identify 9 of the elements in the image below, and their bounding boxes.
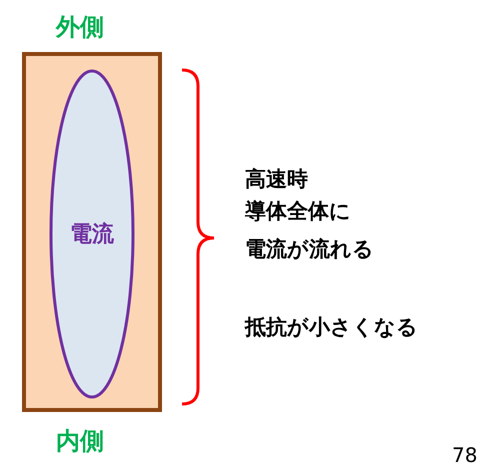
page-number: 78 (452, 444, 478, 466)
current-ellipse: 電流 (49, 69, 135, 399)
note-text: 導体全体に (245, 200, 351, 224)
side-label: 外側 (56, 14, 104, 40)
note-text: 抵抗が小さくなる (245, 316, 418, 340)
note-text: 電流が流れる (245, 238, 374, 262)
conductor-box (22, 52, 162, 412)
side-label: 内側 (56, 428, 104, 454)
note-text: 高速時 (245, 168, 308, 192)
